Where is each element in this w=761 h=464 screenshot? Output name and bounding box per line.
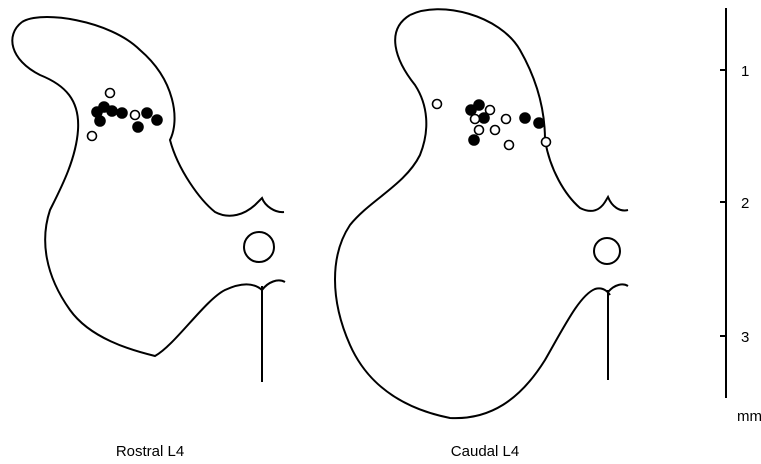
scale-bar bbox=[720, 8, 726, 398]
scale-tick-label: 1 bbox=[741, 63, 749, 80]
panel-rostral bbox=[12, 17, 285, 382]
rostral-ventral-right bbox=[262, 280, 285, 290]
rostral-cells bbox=[88, 89, 163, 141]
caudal-cells bbox=[433, 100, 551, 150]
scale-tick-label: 2 bbox=[741, 195, 749, 212]
open-cell bbox=[502, 115, 511, 124]
filled-cell bbox=[107, 106, 117, 116]
filled-cell bbox=[133, 122, 143, 132]
filled-cell bbox=[142, 108, 152, 118]
filled-cell bbox=[469, 135, 479, 145]
open-cell bbox=[486, 106, 495, 115]
open-cell bbox=[491, 126, 500, 135]
scale-tick-label: 3 bbox=[741, 329, 749, 346]
open-cell bbox=[505, 141, 514, 150]
open-cell bbox=[471, 115, 480, 124]
open-cell bbox=[106, 89, 115, 98]
filled-cell bbox=[152, 115, 162, 125]
open-cell bbox=[475, 126, 484, 135]
scale-unit-label: mm bbox=[737, 408, 761, 425]
filled-cell bbox=[117, 108, 127, 118]
open-cell bbox=[433, 100, 442, 109]
caudal-label: Caudal L4 bbox=[451, 443, 519, 460]
rostral-outline-left bbox=[12, 22, 262, 356]
caudal-outline-left bbox=[335, 15, 610, 418]
open-cell bbox=[542, 138, 551, 147]
rostral-label: Rostral L4 bbox=[116, 443, 184, 460]
filled-cell bbox=[95, 116, 105, 126]
caudal-outline-upper bbox=[410, 9, 628, 211]
caudal-central-canal bbox=[594, 238, 620, 264]
caudal-ventral-right bbox=[608, 284, 628, 292]
rostral-central-canal bbox=[244, 232, 274, 262]
filled-cell bbox=[474, 100, 484, 110]
filled-cell bbox=[534, 118, 544, 128]
panel-caudal bbox=[335, 9, 628, 418]
filled-cell bbox=[520, 113, 530, 123]
open-cell bbox=[88, 132, 97, 141]
open-cell bbox=[131, 111, 140, 120]
